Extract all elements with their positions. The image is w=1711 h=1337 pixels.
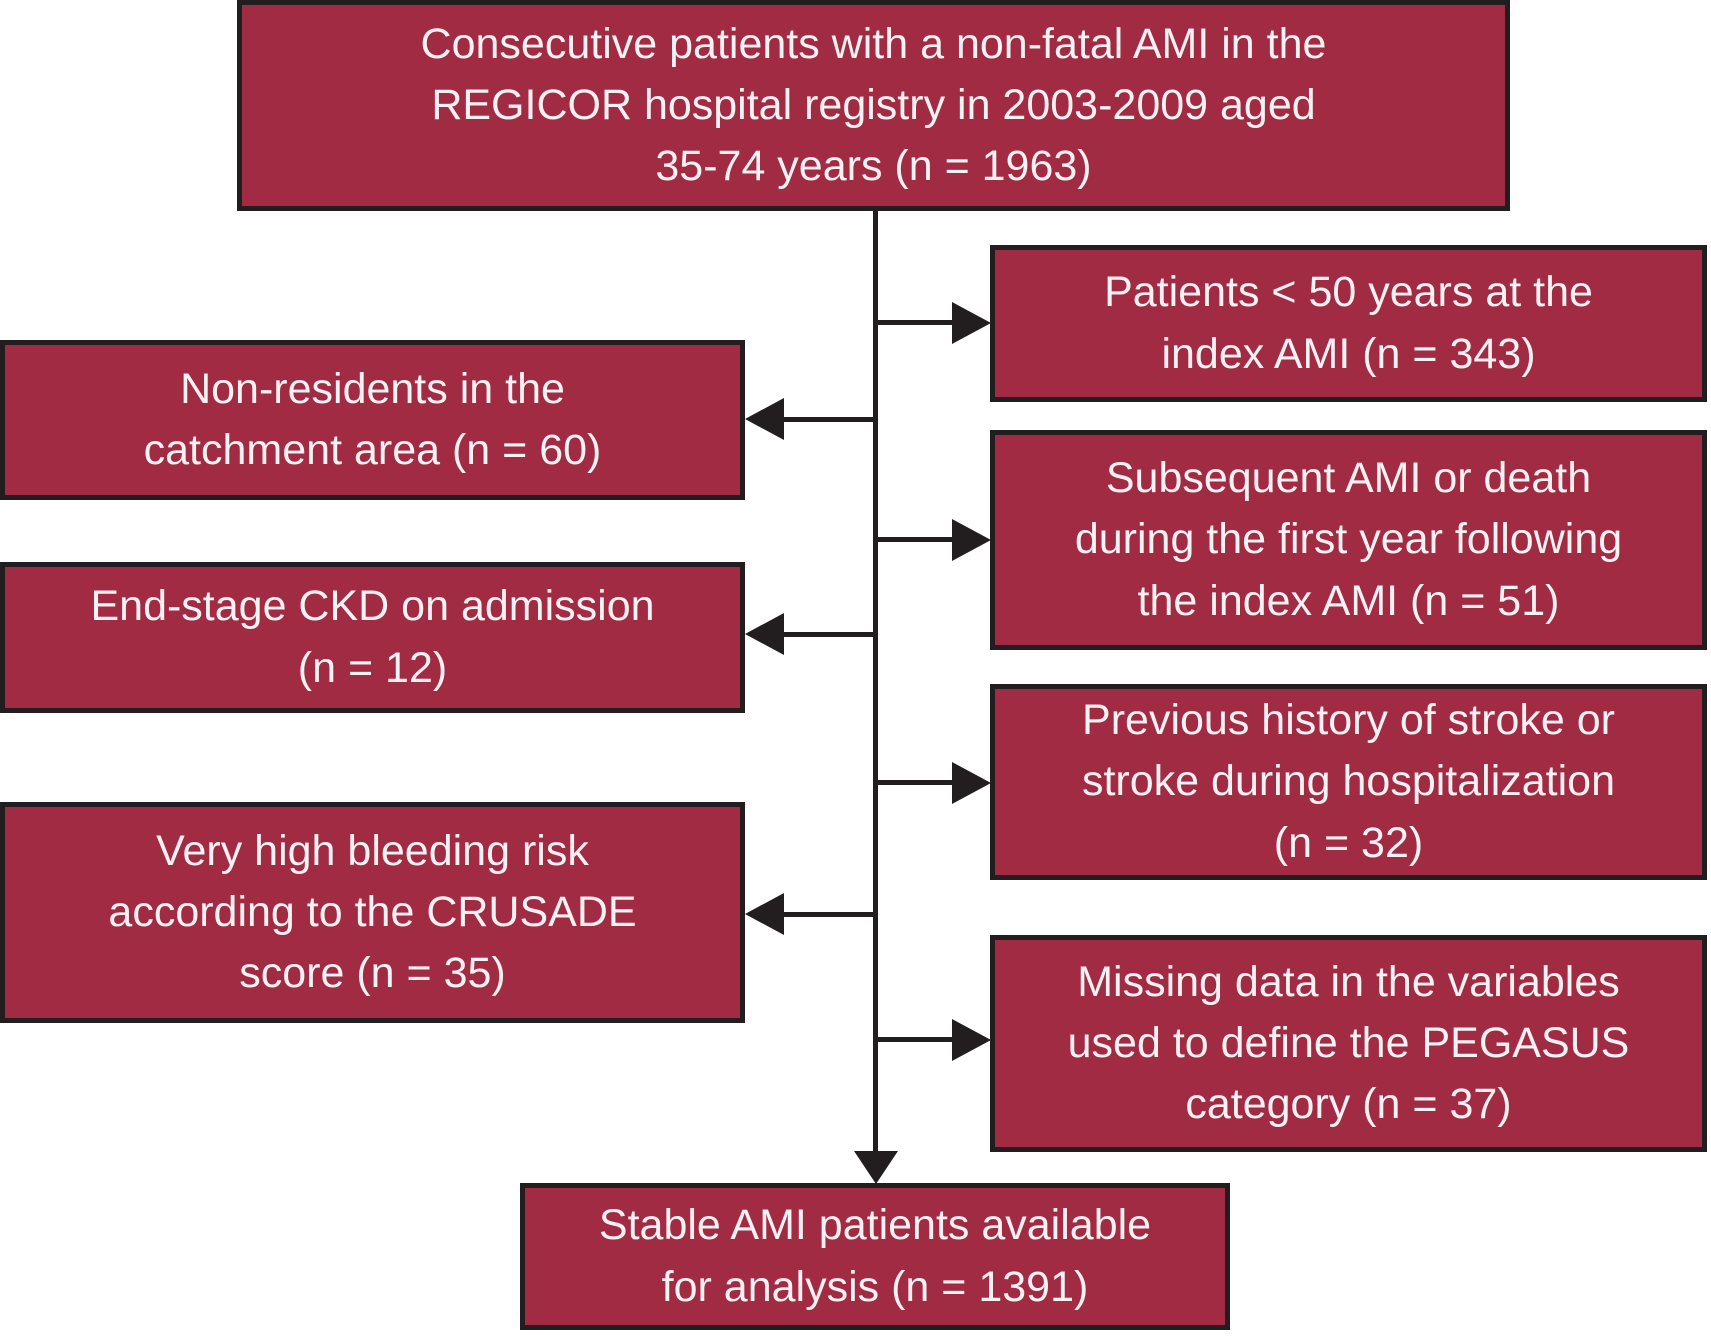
arrow-right-icon	[952, 1019, 991, 1061]
box-excluded-subsequent-ami-text: Subsequent AMI or death during the first…	[1074, 454, 1623, 625]
connector-right-3	[875, 780, 957, 785]
box-excluded-non-residents-text: Non-residents in the catchment area (n =…	[143, 364, 602, 474]
box-excluded-non-residents: Non-residents in the catchment area (n =…	[0, 340, 745, 500]
box-excluded-stroke-text: Previous history of stroke or stroke dur…	[1081, 696, 1616, 867]
box-final-analysis-cohort: Stable AMI patients available for analys…	[520, 1183, 1230, 1330]
connector-right-4	[875, 1037, 957, 1042]
box-excluded-stroke: Previous history of stroke or stroke dur…	[990, 684, 1707, 880]
box-excluded-subsequent-ami: Subsequent AMI or death during the first…	[990, 430, 1707, 650]
arrow-left-icon	[745, 893, 784, 935]
connector-left-1	[780, 417, 878, 422]
arrow-left-icon	[745, 613, 784, 655]
box-excluded-bleeding-risk: Very high bleeding risk according to the…	[0, 802, 745, 1023]
box-final-analysis-cohort-text: Stable AMI patients available for analys…	[598, 1201, 1152, 1311]
arrow-right-icon	[952, 519, 991, 561]
box-excluded-missing-data: Missing data in the variables used to de…	[990, 935, 1707, 1152]
arrow-left-icon	[745, 398, 784, 440]
connector-right-1	[875, 320, 957, 325]
arrow-down-icon	[854, 1151, 898, 1184]
box-initial-cohort-text: Consecutive patients with a non-fatal AM…	[420, 19, 1327, 191]
box-excluded-under-50: Patients < 50 years at the index AMI (n …	[990, 245, 1707, 402]
box-excluded-ckd: End-stage CKD on admission (n = 12)	[0, 562, 745, 713]
box-initial-cohort: Consecutive patients with a non-fatal AM…	[237, 0, 1510, 211]
box-excluded-under-50-text: Patients < 50 years at the index AMI (n …	[1104, 268, 1593, 378]
connector-right-2	[875, 537, 957, 542]
box-excluded-missing-data-text: Missing data in the variables used to de…	[1067, 957, 1630, 1129]
arrow-right-icon	[952, 302, 991, 344]
spine-connector-line	[873, 208, 878, 1153]
box-excluded-ckd-text: End-stage CKD on admission (n = 12)	[90, 582, 655, 692]
connector-left-2	[780, 632, 878, 637]
arrow-right-icon	[952, 762, 991, 804]
box-excluded-bleeding-risk-text: Very high bleeding risk according to the…	[108, 826, 637, 998]
connector-left-3	[780, 912, 878, 917]
